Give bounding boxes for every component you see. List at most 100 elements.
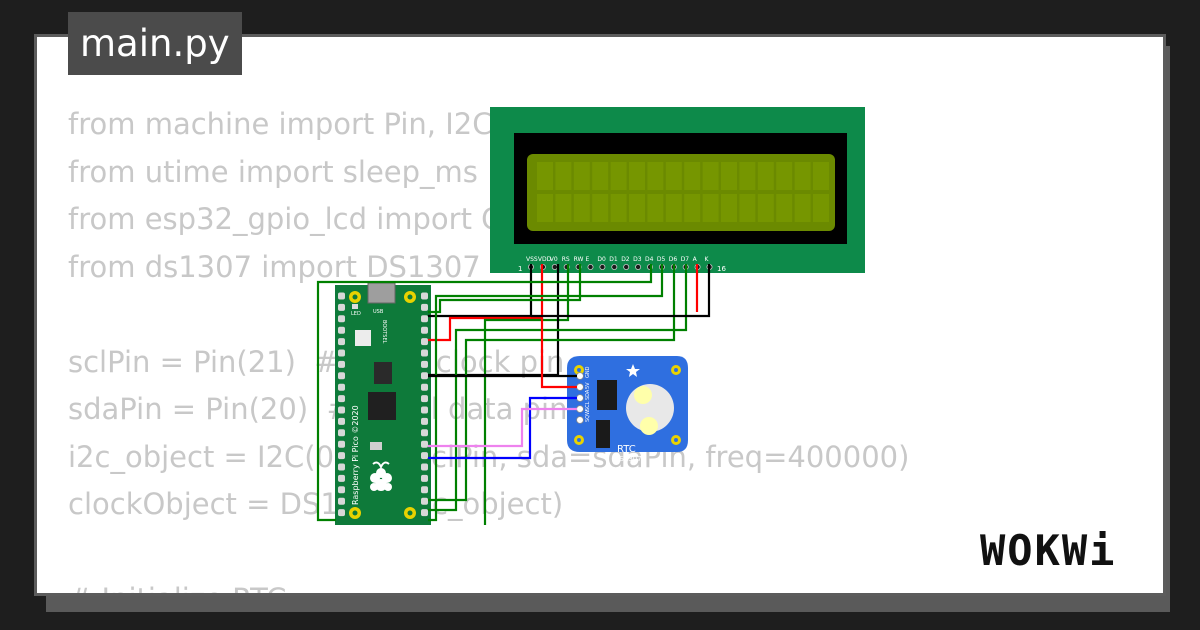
pico-pin-left[interactable] [338,338,345,346]
pico-pin-right[interactable] [421,463,428,471]
lcd-pin-label: RS [562,256,570,263]
pico-board[interactable]: USB LED BOOTSEL Raspberry Pi Pico ©2020 [335,282,431,525]
pico-pin-left[interactable] [338,326,345,334]
rtc-pin-label: SDA [585,389,591,400]
pico-pin-right[interactable] [421,440,428,448]
lcd-pin-label: D1 [609,256,618,263]
wire-rtc-5v[interactable] [540,318,577,389]
rtc-pin[interactable] [576,394,584,402]
code-line: from machine import Pin, I2C [68,107,493,141]
pico-pin-left[interactable] [338,509,345,517]
lcd-cell [573,194,590,222]
pico-pin-left[interactable] [338,360,345,368]
file-tab[interactable]: main.py [68,12,242,75]
rtc-pin-label: SCL [585,401,591,411]
pico-pin-right[interactable] [421,395,428,403]
wire-backlight-k[interactable] [531,264,711,318]
pico-pin-right[interactable] [421,349,428,357]
lcd-pin-label: RW [574,256,584,263]
bootsel-button[interactable] [355,330,371,346]
lcd-character-grid [537,162,829,222]
pico-pin-right[interactable] [421,452,428,460]
lcd-cell [739,162,756,190]
pico-pin-right[interactable] [421,303,428,311]
lcd-cell [629,194,645,222]
pico-pin-right[interactable] [421,429,428,437]
pico-pin-right[interactable] [421,497,428,505]
pico-pin-left[interactable] [338,429,345,437]
pico-pin-left[interactable] [338,292,345,300]
wire-rtc-sda[interactable] [428,396,577,460]
lcd-cell [776,162,793,190]
lcd-cell [684,194,701,222]
crystal [370,442,382,450]
wire-d7[interactable] [428,264,688,512]
pico-pin-left[interactable] [338,486,345,494]
lcd-cell [610,162,627,190]
pico-pin-right[interactable] [421,292,428,300]
lcd-cell [592,194,609,222]
rtc-pin-label: SQW [585,410,591,422]
lcd-pin[interactable] [623,263,630,270]
pico-pin-left[interactable] [338,406,345,414]
lcd-cell [555,194,572,222]
pico-pin-right[interactable] [421,315,428,323]
pico-pin-right[interactable] [421,417,428,425]
lcd-pin[interactable] [599,263,606,270]
pico-pin-right[interactable] [421,360,428,368]
pico-pin-right[interactable] [421,486,428,494]
usb-connector [367,282,396,304]
lcd-pin[interactable] [587,263,594,270]
pico-pin-left[interactable] [338,383,345,391]
adafruit-star-icon [626,364,640,377]
pico-pin-left[interactable] [338,395,345,403]
wire-rs[interactable] [483,264,570,525]
pico-pin-left[interactable] [338,497,345,505]
pico-pin-left[interactable] [338,463,345,471]
lcd-pin[interactable] [551,263,558,270]
rtc-pin[interactable] [576,383,584,391]
wires [316,264,711,525]
flash-chip [374,362,392,384]
lcd-pin-label: VDD [538,256,552,263]
pico-pin-right[interactable] [421,509,428,517]
wire-d5[interactable] [428,264,664,522]
lcd-pin[interactable] [635,263,642,270]
wire-d4[interactable] [316,264,653,522]
code-line: from utime import sleep_ms [68,154,478,189]
pico-pin-right[interactable] [421,372,428,380]
pico-pin-right[interactable] [421,326,428,334]
pico-pin-left[interactable] [338,440,345,448]
rtc-pin[interactable] [576,405,584,413]
pico-pin-left[interactable] [338,349,345,357]
coin-cell-contact [640,417,658,435]
crystal [596,420,610,448]
pico-pin-left[interactable] [338,315,345,323]
code-line: from ds1307 import DS1307 [68,249,481,284]
rtc-pin[interactable] [576,416,584,424]
pico-pin-left[interactable] [338,303,345,311]
wire-d6[interactable] [428,264,676,502]
pico-pin-right[interactable] [421,338,428,346]
led [352,304,358,309]
rtc-subtitle: DS1307 [614,455,642,463]
lcd-cell [665,162,682,190]
lcd-pin-label: D3 [633,256,642,263]
wire-rtc-scl[interactable] [428,407,577,448]
pico-pin-right[interactable] [421,383,428,391]
pico-pin-right[interactable] [421,474,428,482]
wokwi-logo: WOKWi [980,526,1117,575]
lcd-cell [573,162,590,190]
lcd-pin[interactable] [611,263,618,270]
lcd-cell [610,194,627,222]
pico-pin-left[interactable] [338,474,345,482]
rtc-pin[interactable] [576,372,584,380]
pico-pin-left[interactable] [338,417,345,425]
pico-pin-left[interactable] [338,372,345,380]
pico-pin-left[interactable] [338,452,345,460]
lcd-cell [757,162,774,190]
pico-pin-right[interactable] [421,406,428,414]
